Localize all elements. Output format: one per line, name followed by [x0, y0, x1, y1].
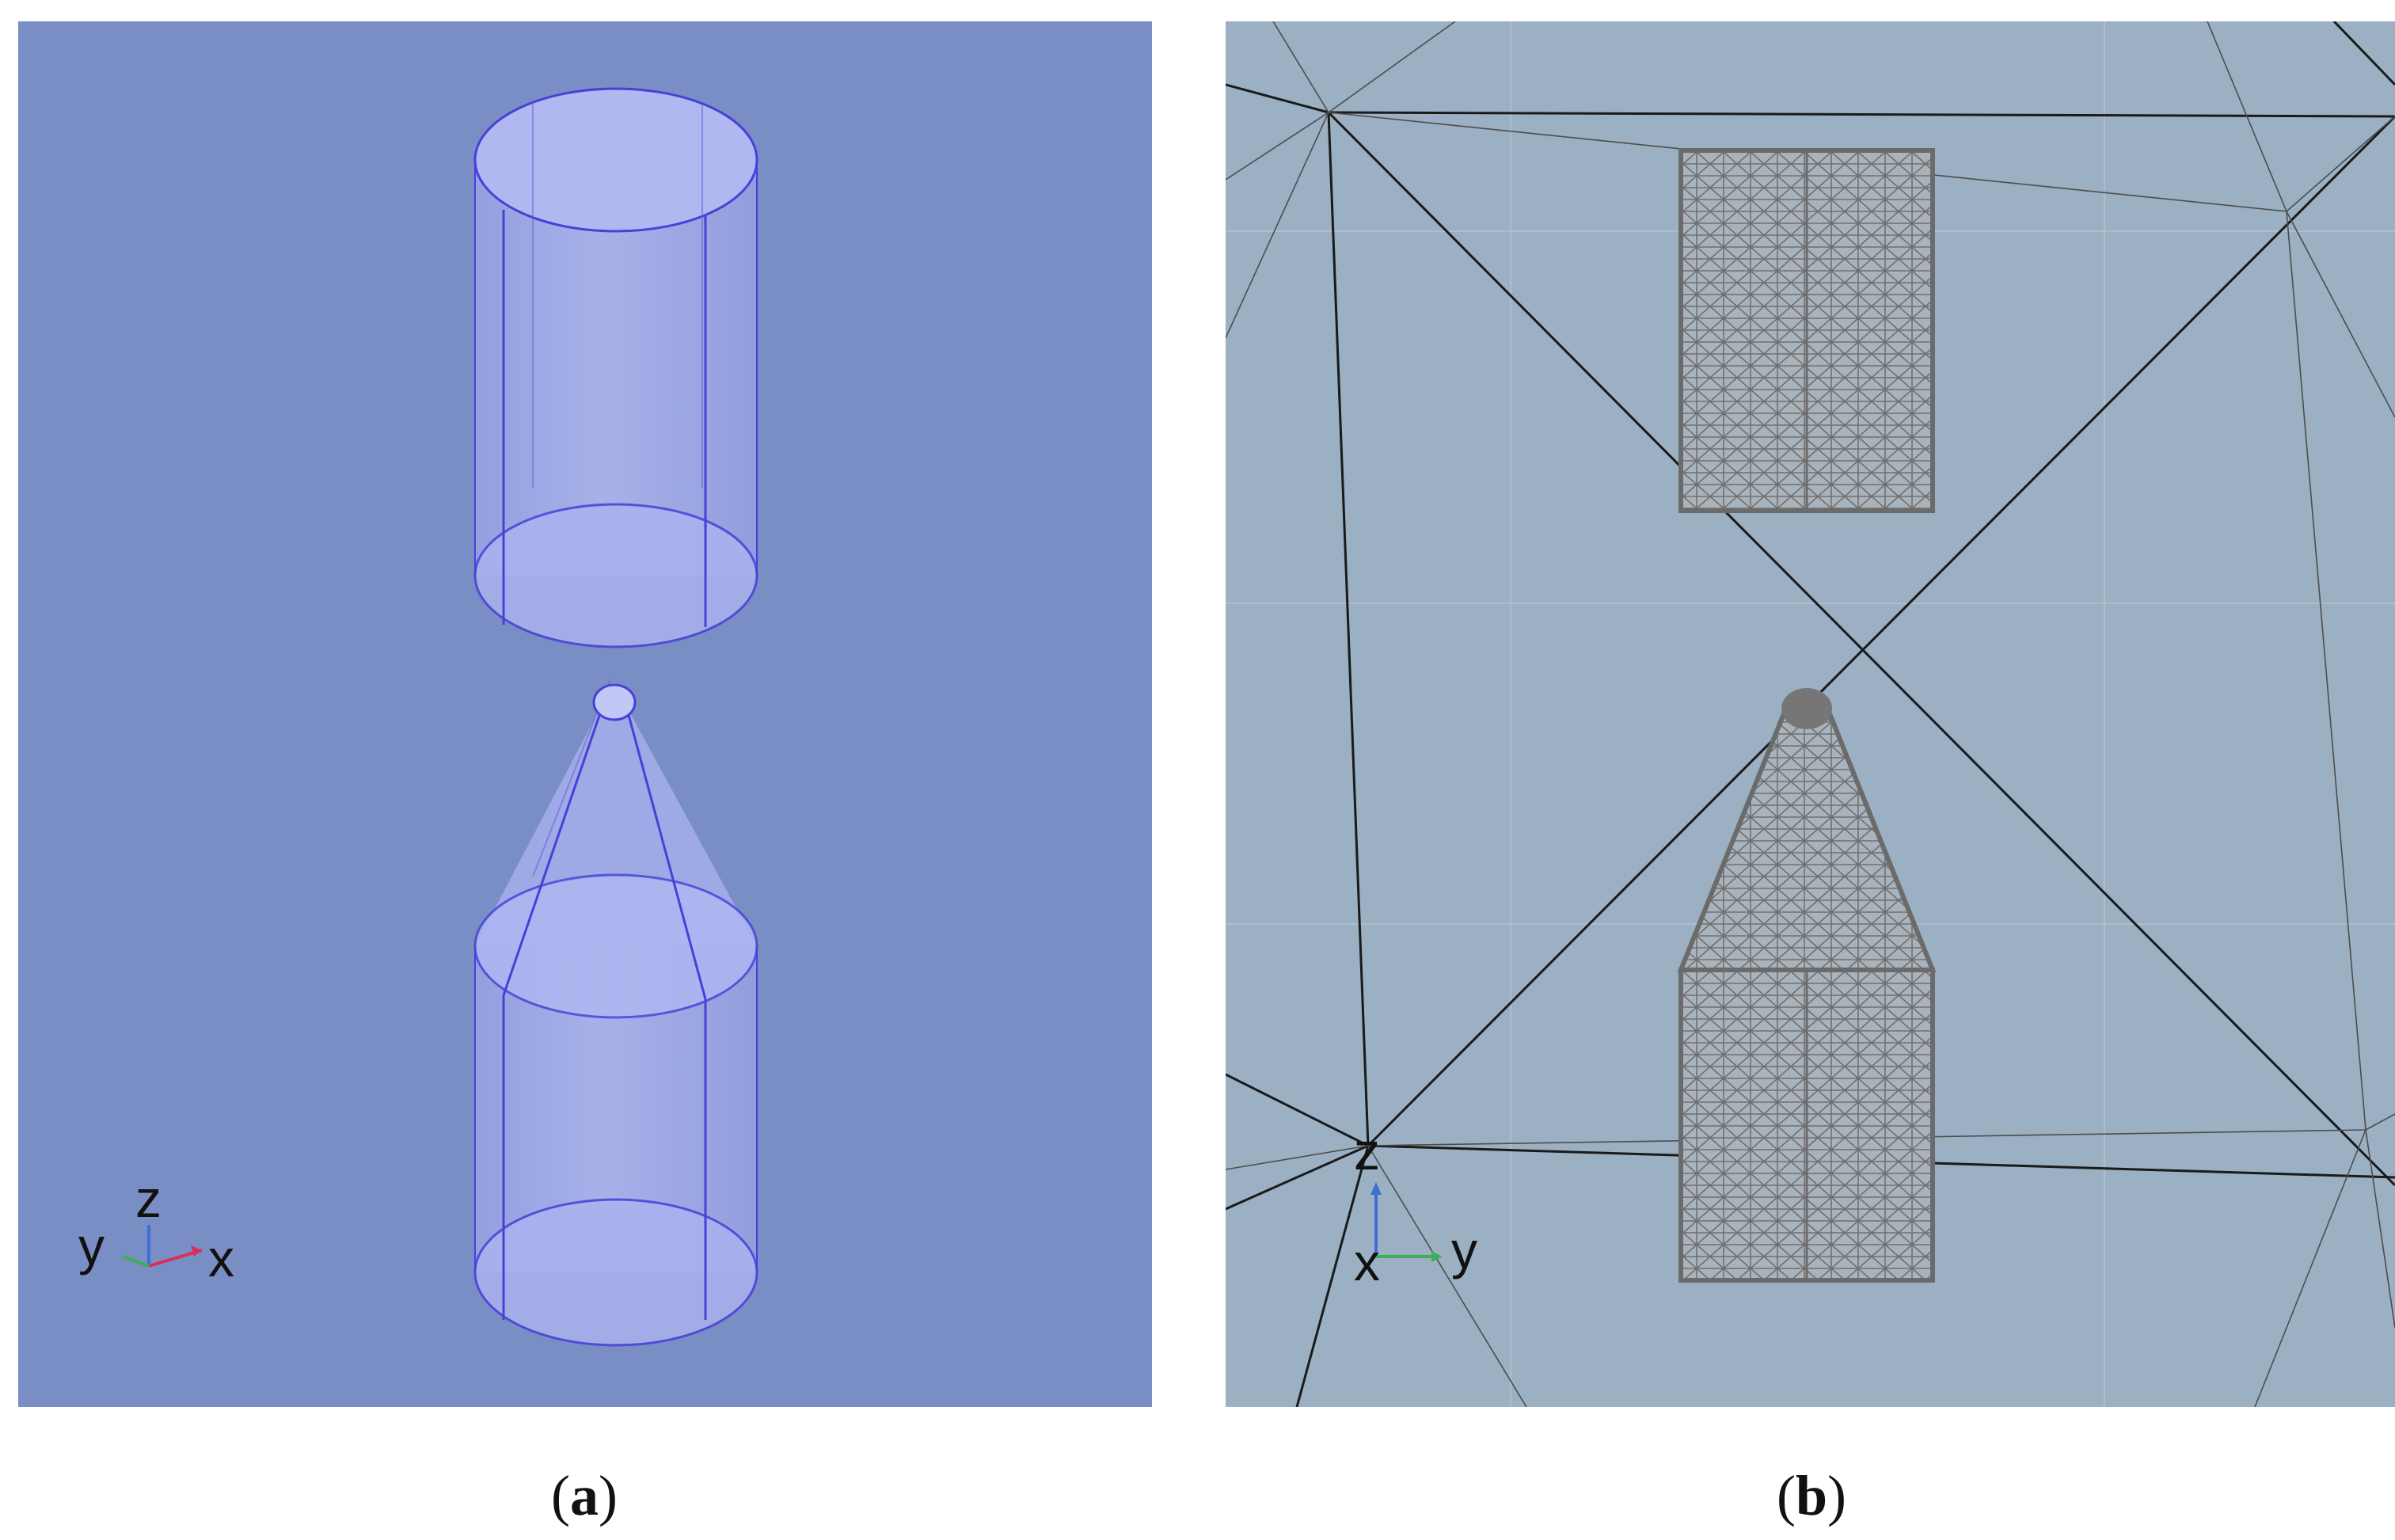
axis-label-x: x: [208, 1229, 234, 1287]
domain-thin-lines: [1226, 21, 2395, 1407]
axis-label-y: y: [78, 1217, 105, 1276]
lower-cone-cylinder[interactable]: [473, 678, 758, 1347]
mesh-view-panel[interactable]: z x y: [1226, 21, 2395, 1407]
upper-meshed-cylinder[interactable]: [1678, 148, 1935, 513]
caption-b: (b): [1776, 1464, 1847, 1527]
axis-label-z: z: [135, 1169, 162, 1228]
geometry-canvas: z y x: [78, 87, 758, 1347]
axis-label-z: z: [1354, 1122, 1380, 1181]
geometry-view-panel[interactable]: z y x: [18, 21, 1152, 1407]
domain-lines: [1226, 21, 2395, 1407]
axis-label-x: x: [1354, 1233, 1380, 1291]
mesh-canvas: z x y: [1226, 21, 2395, 1407]
axis-triad-a: z y x: [78, 1169, 234, 1287]
axis-triad-b: z x y: [1354, 1122, 1477, 1291]
caption-a: (a): [551, 1464, 618, 1527]
axis-label-y: y: [1451, 1221, 1477, 1280]
upper-cylinder[interactable]: [473, 87, 758, 648]
lower-meshed-cone-cylinder[interactable]: [1677, 688, 1937, 1283]
